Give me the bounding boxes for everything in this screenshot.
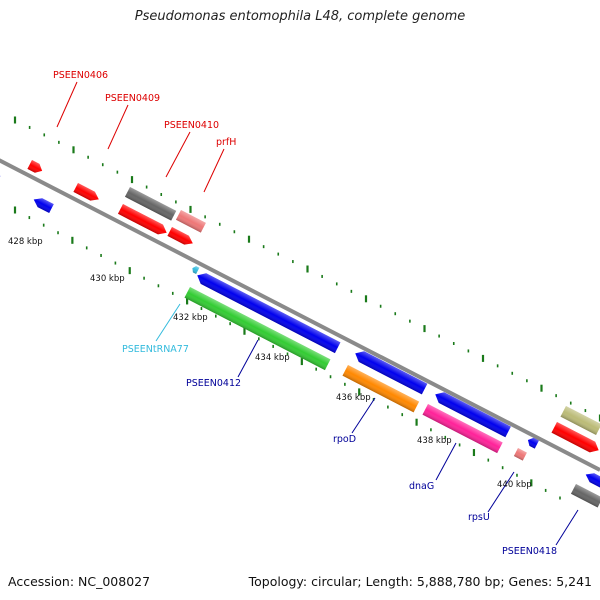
gene-labels: PSEEN0406 PSEEN0409 PSEEN0410 prfH PSEEN… <box>53 70 557 557</box>
gene-label-prfh[interactable]: prfH <box>216 137 236 148</box>
gene-arrow-11[interactable] <box>560 406 600 435</box>
gene-arrow-2[interactable] <box>27 160 44 175</box>
gene-arrow-8[interactable] <box>352 348 428 395</box>
gene-arrow-rpsu[interactable] <box>513 448 527 461</box>
gene-arrow-12[interactable] <box>551 422 600 456</box>
genome-backbone <box>0 158 600 472</box>
gene-label-pseentrna77[interactable]: PSEENtRNA77 <box>122 344 189 355</box>
gene-arrow-10[interactable] <box>526 436 539 449</box>
accession-text: Accession: NC_008027 <box>8 574 151 589</box>
label-leader-line <box>165 131 191 178</box>
scale-label-432: 432 kbp <box>173 313 208 323</box>
label-leader-line <box>487 471 515 513</box>
gene-arrow-rpod[interactable] <box>342 365 420 413</box>
gene-arrow-4[interactable] <box>73 183 101 204</box>
gene-arrow-1[interactable] <box>0 166 2 180</box>
gene-label-pseen0418[interactable]: PSEEN0418 <box>502 546 557 557</box>
label-leader-line <box>155 303 181 342</box>
gene-label-pseen0410[interactable]: PSEEN0410 <box>164 120 219 131</box>
gene-features <box>0 160 600 508</box>
gene-arrow-6[interactable] <box>167 227 195 248</box>
label-leader-line <box>237 339 259 378</box>
gene-arrow-prfh[interactable] <box>175 210 206 233</box>
gene-arrow-pseen0418[interactable] <box>570 484 600 508</box>
gene-arrow-dnag[interactable] <box>422 404 503 454</box>
label-leader-line <box>107 104 129 150</box>
gene-label-dnag[interactable]: dnaG <box>409 481 434 492</box>
gene-arrow-5[interactable] <box>117 204 169 238</box>
gene-arrow-pseen0412[interactable] <box>184 287 331 371</box>
scale-label-430: 430 kbp <box>90 274 125 284</box>
scale-label-428: 428 kbp <box>8 237 43 247</box>
scale-labels: 428 kbp 430 kbp 432 kbp 434 kbp 436 kbp … <box>8 237 532 490</box>
gene-label-pseen0406[interactable]: PSEEN0406 <box>53 70 108 81</box>
gene-label-rpsu[interactable]: rpsU <box>468 512 490 523</box>
scale-label-434: 434 kbp <box>255 353 290 363</box>
label-leader-lines <box>56 81 579 546</box>
label-leader-line <box>203 148 225 193</box>
genome-summary: Topology: circular; Length: 5,888,780 bp… <box>248 574 592 589</box>
page-title: Pseudomonas entomophila L48, complete ge… <box>134 9 466 24</box>
gene-arrow-13[interactable] <box>583 470 600 489</box>
scale-ticks <box>13 116 600 500</box>
gene-label-pseen0412[interactable]: PSEEN0412 <box>186 378 241 389</box>
gene-arrow-3[interactable] <box>31 195 54 214</box>
scale-label-438: 438 kbp <box>417 436 452 446</box>
gene-label-rpod[interactable]: rpoD <box>333 434 356 445</box>
gene-label-pseen0409[interactable]: PSEEN0409 <box>105 93 160 104</box>
label-leader-line <box>435 442 457 481</box>
scale-label-440: 440 kbp <box>497 480 532 490</box>
gene-arrow-7[interactable] <box>194 270 341 354</box>
gene-arrow-9[interactable] <box>432 389 511 438</box>
label-leader-line <box>351 397 376 434</box>
label-leader-line <box>56 81 78 128</box>
label-leader-line <box>555 509 579 546</box>
gene-arrow-trna[interactable] <box>191 265 200 274</box>
gene-arrow-pseen0410[interactable] <box>124 187 177 221</box>
scale-label-436: 436 kbp <box>336 393 371 403</box>
